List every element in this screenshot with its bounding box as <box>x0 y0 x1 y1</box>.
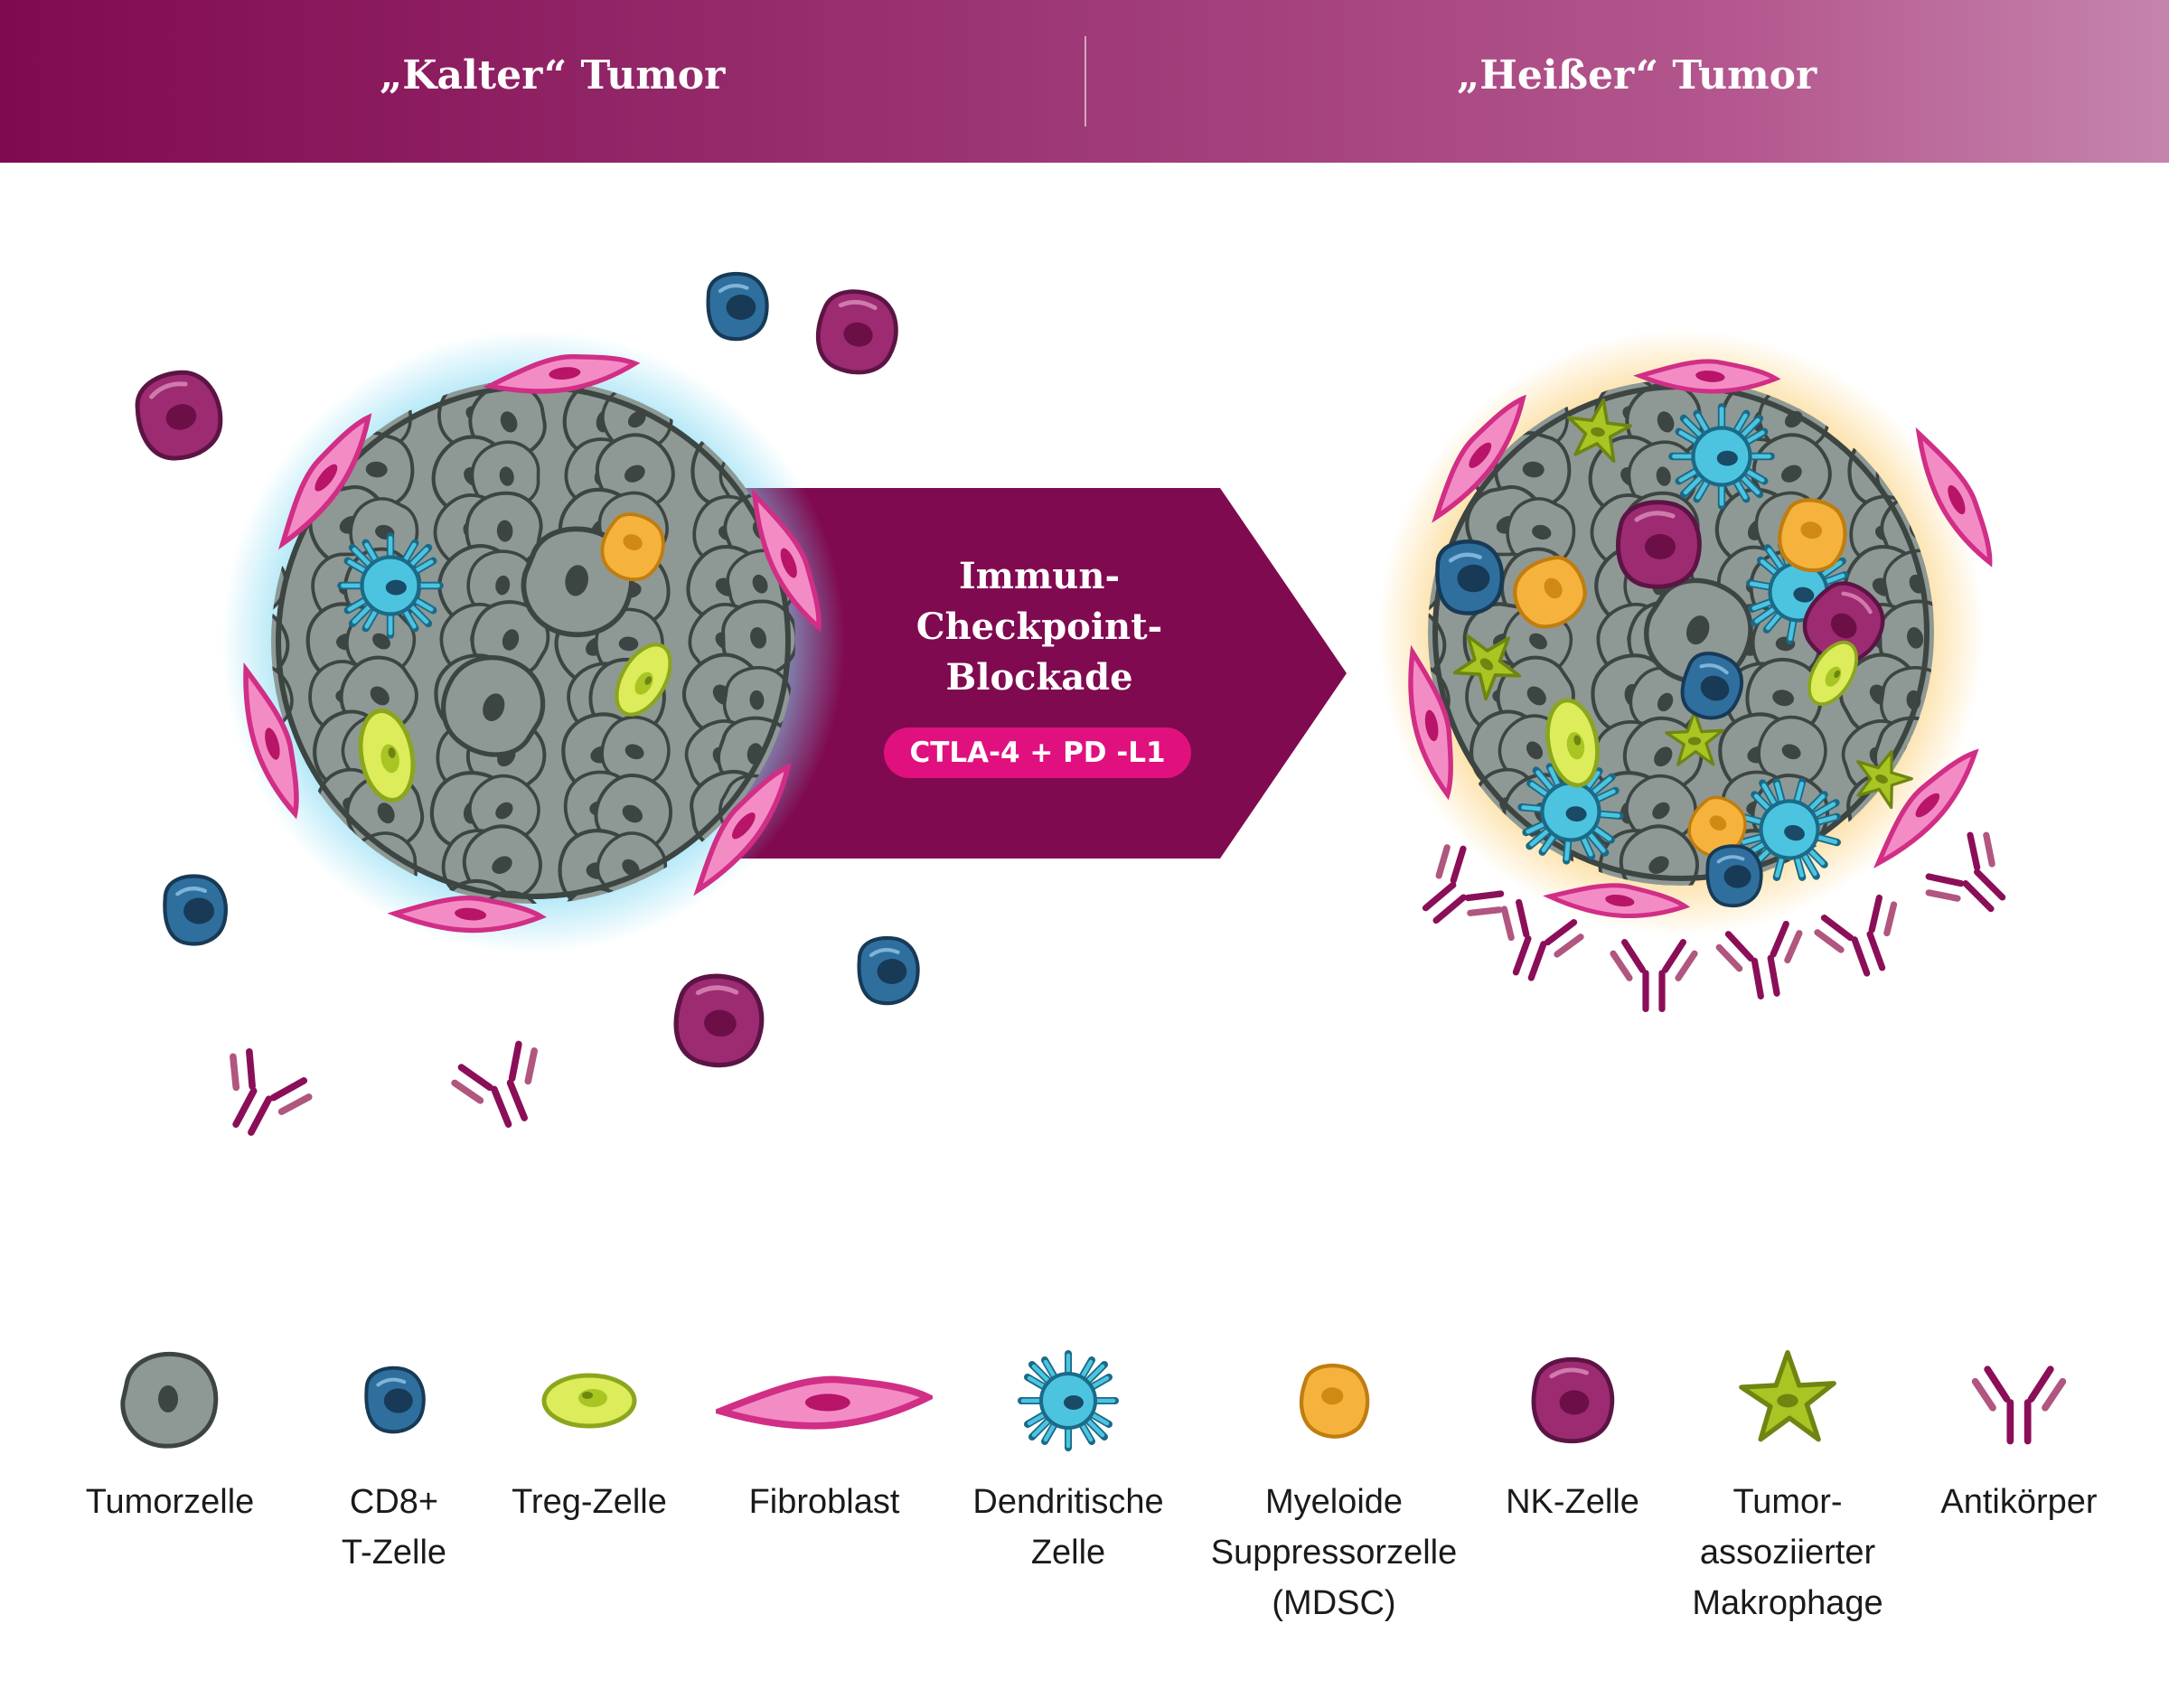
legend-item-antibody: Antikörper <box>1874 1337 2164 1527</box>
cd8-t-cell-icon <box>709 274 767 339</box>
legend-item-fibroblast: Fibroblast <box>680 1337 969 1527</box>
arrow-label-line-1: Immun- <box>958 555 1121 597</box>
cd8-t-cell-icon <box>1437 541 1501 613</box>
macrophage-icon <box>1724 1337 1851 1464</box>
antibody-icon <box>1613 943 1695 1009</box>
header-banner: „Kalter“ Tumor „Heißer“ Tumor <box>0 0 2169 163</box>
nk-cell-icon <box>129 364 230 467</box>
antibody-icon <box>1956 1337 2082 1464</box>
arrow-label-line-3: Blockade <box>945 656 1133 699</box>
antibody-icon <box>1814 894 1913 984</box>
cd8-t-cell-icon <box>164 877 225 944</box>
legend-label: Fibroblast <box>748 1483 900 1521</box>
legend-item-nk-cell: NK-Zelle <box>1428 1337 1717 1527</box>
legend-label: Tumorzelle <box>85 1483 255 1521</box>
antibody-icon <box>1920 827 2025 932</box>
legend-item-mdsc: Myeloide Suppressorzelle (MDSC) <box>1189 1337 1479 1628</box>
dendritic-cell-icon <box>1672 407 1770 505</box>
legend-label: Myeloide Suppressorzelle (MDSC) <box>1210 1483 1458 1622</box>
arrow-label-line-2: Checkpoint- <box>915 605 1163 648</box>
cd8-t-cell-icon <box>1705 844 1763 908</box>
legend-label: Tumor- assoziierter Makrophage <box>1692 1483 1883 1622</box>
legend-label: Antikörper <box>1940 1483 2098 1521</box>
mdsc-icon <box>1271 1337 1397 1464</box>
checkpoint-blockade-arrow <box>723 488 1347 859</box>
legend-label: CD8+ T-Zelle <box>341 1483 447 1572</box>
dendritic-cell-icon <box>341 536 439 634</box>
header-divider <box>1084 36 1086 127</box>
ctla4-pdl1-pill: CTLA-4 + PD -L1 <box>884 727 1191 778</box>
treg-cell-icon <box>526 1337 653 1464</box>
fibroblast-icon <box>716 1337 933 1464</box>
nk-cell-icon <box>812 286 902 378</box>
nk-cell-icon <box>1619 502 1700 587</box>
legend-item-macrophage: Tumor- assoziierter Makrophage <box>1643 1337 1932 1628</box>
legend-label: Treg-Zelle <box>512 1483 667 1521</box>
nk-cell-icon <box>1509 1337 1636 1464</box>
tumor-cell-icon <box>107 1337 233 1464</box>
legend-item-treg-cell: Treg-Zelle <box>445 1337 734 1527</box>
antibody-icon <box>1717 922 1808 1001</box>
legend-label: NK-Zelle <box>1506 1483 1639 1521</box>
cd8-t-cell-icon <box>859 938 918 1003</box>
hot-tumor-title: „Heißer“ Tumor <box>1457 52 1817 99</box>
cd8-t-cell-icon <box>364 1365 426 1434</box>
legend-label: Dendritische Zelle <box>972 1483 1164 1572</box>
dendritic-cell-icon <box>1005 1337 1131 1464</box>
cold-tumor-title: „Kalter“ Tumor <box>380 52 726 99</box>
legend-item-dendritic-cell: Dendritische Zelle <box>924 1337 1213 1578</box>
antibody-icon <box>206 1046 315 1149</box>
antibody-icon <box>450 1039 556 1137</box>
nk-cell-icon <box>672 972 765 1068</box>
hot-tumor <box>1378 330 1984 935</box>
legend-item-cd8-t-cell: CD8+ T-Zelle <box>249 1337 539 1578</box>
cold-tumor <box>221 330 845 953</box>
legend-item-tumor-cell: Tumorzelle <box>25 1337 315 1527</box>
